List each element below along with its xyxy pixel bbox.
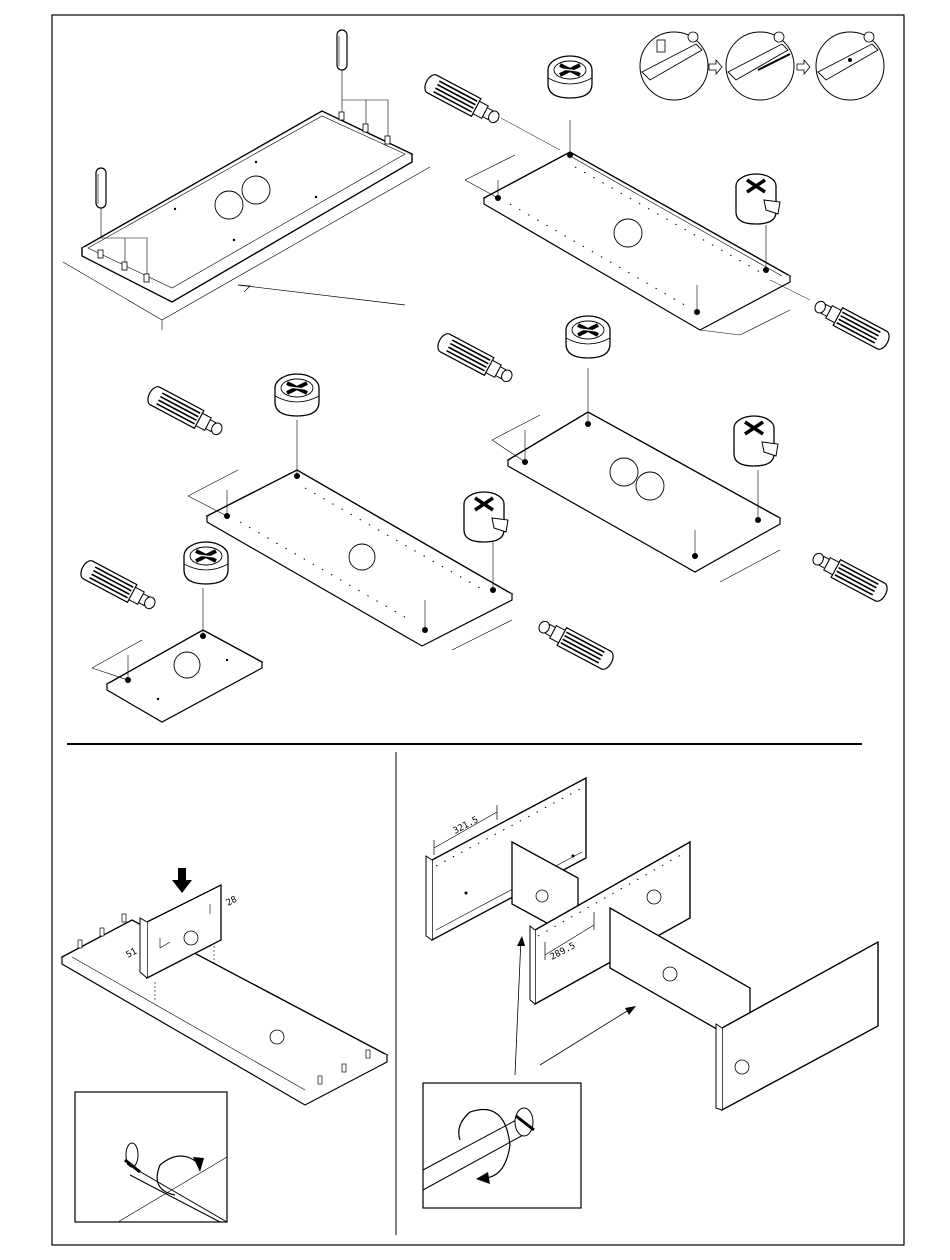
panel-with-cams-middle-left	[145, 374, 616, 672]
cam-dowel-icon	[535, 616, 616, 672]
dimension-label-28: 28	[225, 895, 239, 909]
bottom-right-assembly: 321.5 289.5	[426, 778, 878, 1110]
cam-lock-icon	[734, 416, 778, 466]
cam-lock-icon	[275, 374, 319, 416]
cam-lock-icon	[566, 316, 610, 358]
cam-dowel-icon	[78, 558, 159, 614]
cam-lock-icon	[184, 542, 228, 584]
wood-dowel-icon	[337, 30, 347, 70]
screwdriver-inset-left	[75, 1092, 227, 1222]
panel-with-cams-top-right	[422, 56, 892, 352]
wood-dowel-icon	[96, 168, 106, 208]
dimension-label-321-5: 321.5	[452, 815, 481, 837]
cam-dowel-icon	[145, 384, 226, 440]
cam-lock-icon	[464, 492, 508, 542]
cam-lock-icon	[736, 174, 780, 224]
cam-dowel-icon	[809, 548, 890, 604]
panel-with-dowels	[63, 30, 430, 330]
arrow-down-icon	[172, 868, 192, 893]
cam-install-inset	[640, 32, 884, 100]
screwdriver-inset-right	[423, 1083, 581, 1208]
cam-dowel-icon	[811, 296, 892, 352]
cam-dowel-icon	[422, 72, 503, 128]
panel-with-cams-middle-right	[435, 316, 890, 604]
bottom-left-assembly: 51 28	[62, 868, 387, 1105]
cam-dowel-icon	[435, 331, 516, 387]
small-panel-with-cam	[78, 542, 262, 722]
cam-lock-icon	[548, 56, 592, 98]
